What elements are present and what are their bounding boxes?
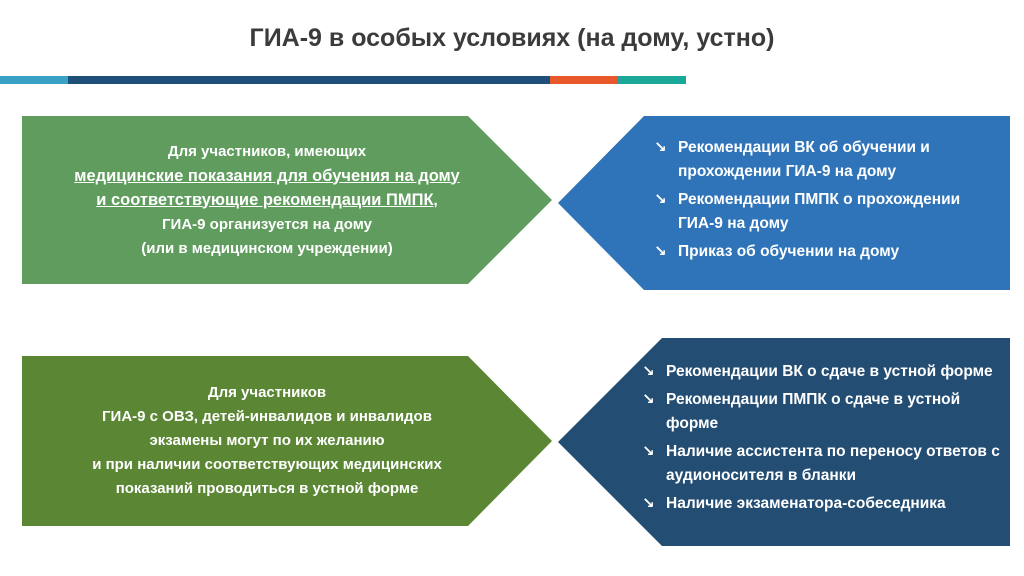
block2-left-line5: показаний проводиться в устной форме — [115, 480, 419, 497]
block1-left-line5: (или в медицинском учреждении) — [141, 239, 393, 257]
block1-left-line4: ГИА-9 организуется на дому — [162, 215, 372, 233]
page-title: ГИА-9 в особых условиях (на дому, устно) — [249, 24, 775, 52]
block1-left-line3-wrap: и соответствующие рекомендации ПМПК, — [96, 188, 437, 213]
list-item: ↘Приказ об обучении на дому — [654, 240, 1004, 264]
arrow-down-right-icon: ↘ — [642, 495, 655, 512]
block2-left-line1: Для участников — [207, 384, 327, 401]
arrow-down-right-icon: ↘ — [654, 243, 667, 260]
block2-left-text: Для участников ГИА-9 с ОВЗ, детей-инвали… — [22, 356, 512, 526]
arrow-down-right-icon: ↘ — [642, 363, 655, 380]
block1-left-line2: медицинские показания для обучения на до… — [74, 166, 460, 185]
list-item: ↘Наличие ассистента по переносу ответов … — [642, 440, 1004, 488]
block1-left-line1: Для участников, имеющих — [167, 142, 367, 160]
block2-left-panel: Для участников ГИА-9 с ОВЗ, детей-инвали… — [22, 356, 552, 526]
list-item: ↘Наличие экзаменатора-собеседника — [642, 492, 1004, 516]
arrow-down-right-icon: ↘ — [654, 191, 667, 208]
list-item: ↘Рекомендации ВК о сдаче в устной форме — [642, 360, 1004, 384]
block1-right-panel: ↘Рекомендации ВК об обучении и прохожден… — [558, 116, 1010, 290]
block1-left-panel: Для участников, имеющих медицинские пока… — [22, 116, 552, 284]
arrow-down-right-icon: ↘ — [654, 139, 667, 156]
block2-right-chevron-shape — [558, 338, 1010, 546]
block2-left-line3: экзамены могут по их желанию — [149, 432, 385, 449]
header-stripe-navy — [68, 76, 550, 84]
list-item: ↘Рекомендации ВК об обучении и прохожден… — [654, 136, 1004, 184]
list-item: ↘Рекомендации ПМПК о сдаче в устной форм… — [642, 388, 1004, 436]
block1-left-line3: и соответствующие рекомендации ПМПК — [96, 190, 434, 209]
header-stripe-teal — [618, 76, 686, 84]
block2-left-line2: ГИА-9 с ОВЗ, детей-инвалидов и инвалидов — [102, 408, 432, 425]
block1-left-text: Для участников, имеющих медицинские пока… — [22, 116, 512, 284]
block2-left-line4: и при наличии соответствующих медицински… — [92, 456, 442, 473]
list-item: ↘Рекомендации ПМПК о прохождении ГИА-9 н… — [654, 188, 1004, 236]
block1-right-chevron-shape — [558, 116, 1010, 290]
block2-right-panel: ↘Рекомендации ВК о сдаче в устной форме … — [558, 338, 1010, 546]
header-stripe-cyan — [0, 76, 68, 84]
block2-left-arrow-shape — [22, 356, 552, 526]
arrow-down-right-icon: ↘ — [642, 391, 655, 408]
block1-bullet-list: ↘Рекомендации ВК об обучении и прохожден… — [654, 136, 1004, 268]
block1-left-comma: , — [433, 191, 438, 209]
block1-left-arrow-shape — [22, 116, 552, 284]
block2-bullet-list: ↘Рекомендации ВК о сдаче в устной форме … — [642, 360, 1004, 520]
arrow-down-right-icon: ↘ — [642, 443, 655, 460]
header-stripe-orange — [550, 76, 618, 84]
